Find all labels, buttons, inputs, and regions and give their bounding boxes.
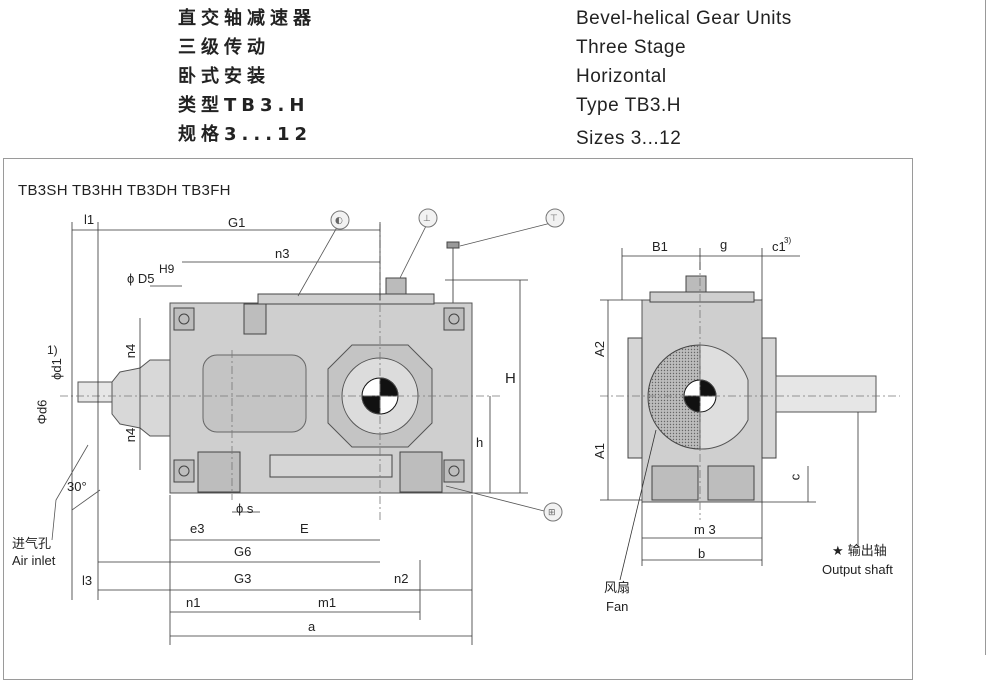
dim-a: a — [308, 619, 316, 634]
dim-n4-top: n4 — [123, 343, 139, 359]
air-inlet-label-cn: 进气孔 — [12, 537, 52, 552]
dim-c: c — [787, 473, 803, 481]
dim-n3: n3 — [275, 246, 290, 261]
dim-d1-note: 1) — [47, 343, 58, 357]
dim-l1: l1 — [84, 212, 95, 227]
dim-g3: G3 — [234, 571, 252, 586]
title-en-line-1: Bevel-helical Gear Units — [576, 8, 792, 29]
gear-unit-drawing: ◐ ⊥ ⊤ ⊞ — [51, 208, 900, 645]
title-en-line-5: Sizes 3...12 — [576, 128, 682, 149]
title-cn-line-3: 卧式安装 — [178, 66, 270, 87]
dim-g: g — [720, 237, 728, 252]
dim-a1: A1 — [591, 443, 607, 459]
dim-b1: B1 — [652, 239, 668, 254]
title-en-line-2: Three Stage — [576, 37, 687, 58]
svg-text:⊞: ⊞ — [548, 508, 556, 518]
svg-text:◐: ◐ — [335, 216, 343, 226]
title-cn-line-4: 类型TB3.H — [178, 95, 310, 116]
dim-a2: A2 — [591, 341, 607, 357]
dim-h-axis: h — [476, 435, 484, 450]
svg-text:⊤: ⊤ — [550, 214, 558, 224]
air-inlet-label-en: Air inlet — [12, 553, 56, 568]
svg-text:⊥: ⊥ — [423, 214, 431, 224]
dim-d6: Φd6 — [34, 399, 50, 425]
oil-drain-symbol-icon — [543, 502, 563, 522]
dipstick-symbol-icon — [545, 208, 565, 228]
dim-c1-note: 3) — [784, 236, 792, 245]
dim-g6: G6 — [234, 544, 252, 559]
dim-e: E — [300, 521, 309, 536]
dim-g1: G1 — [228, 215, 246, 230]
dim-c1: c1 — [772, 239, 786, 254]
dim-n1: n1 — [186, 595, 201, 610]
title-cn-line-2: 三级传动 — [178, 37, 270, 58]
model-list: TB3SH TB3HH TB3DH TB3FH — [18, 182, 231, 199]
output-shaft-label-en: Output shaft — [822, 562, 893, 577]
dim-angle: 30° — [67, 479, 87, 494]
oil-fill-symbol-icon — [330, 210, 350, 230]
dim-h9-tolerance: H9 — [159, 262, 175, 276]
breather-symbol-icon — [418, 208, 438, 228]
dim-l3: l3 — [82, 573, 93, 588]
title-en-line-4: Type TB3.H — [576, 95, 681, 116]
dim-e3: e3 — [190, 521, 205, 536]
output-shaft-label-cn: ★ 输出轴 — [832, 544, 887, 559]
dim-h-total: H — [505, 370, 516, 387]
fan-label-en: Fan — [606, 599, 629, 614]
dim-d5: ϕ D5 — [127, 271, 155, 286]
dim-n4-bottom: n4 — [123, 427, 139, 443]
dim-n2: n2 — [394, 571, 409, 586]
fan-label-cn: 风扇 — [604, 581, 631, 596]
dim-b: b — [698, 546, 706, 561]
title-cn-line-1: 直交轴减速器 — [178, 8, 316, 29]
dim-m1: m1 — [318, 595, 337, 610]
title-en-line-3: Horizontal — [576, 66, 667, 87]
dim-m3: m 3 — [694, 522, 716, 537]
dim-s: ϕ s — [236, 501, 254, 516]
dim-d1: ϕd1 — [48, 358, 64, 380]
title-cn-line-5: 规格3...12 — [178, 124, 313, 145]
